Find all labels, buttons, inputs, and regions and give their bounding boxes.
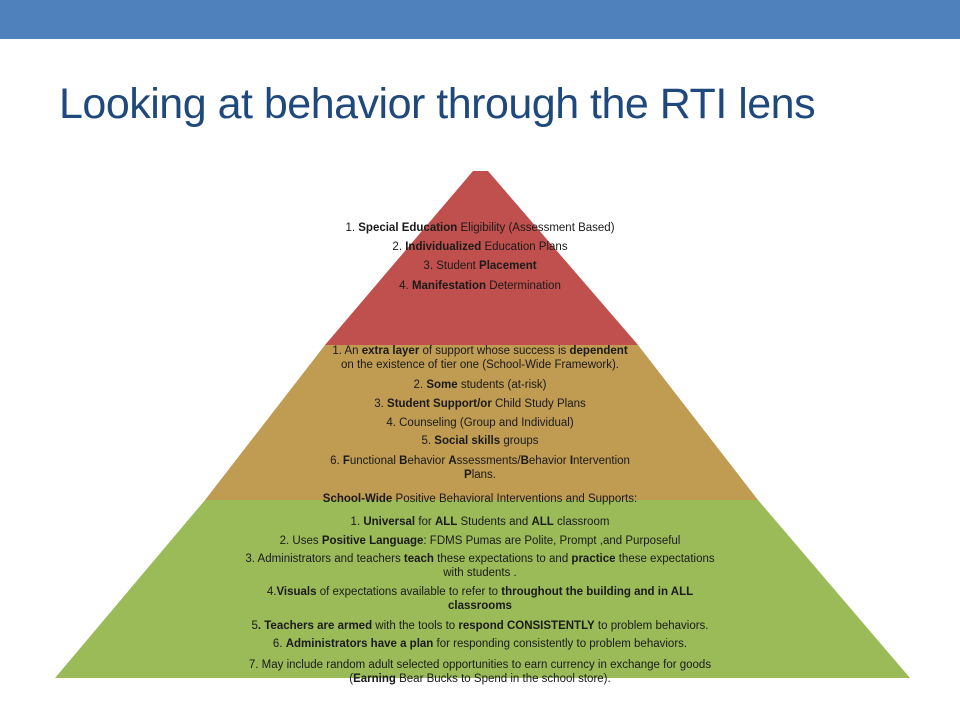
bottom-tier-line: with students . <box>443 567 517 579</box>
bottom-tier-line: 6. Administrators have a plan for respon… <box>272 638 688 650</box>
bottom-tier-line: 5. Teachers are armed with the tools to … <box>251 620 709 632</box>
middle-tier-line: 5. Social skills groups <box>421 435 539 447</box>
tier-3-intensive <box>325 171 638 345</box>
tier-3-text: 1. Special Education Eligibility (Assess… <box>290 0 670 300</box>
middle-tier-line: 2. Some students (at-risk) <box>413 379 547 391</box>
middle-tier-line: 1. An extra layer of support whose succe… <box>332 345 628 357</box>
tier-2-text: 1. An extra layer of support whose succe… <box>270 0 690 490</box>
bottom-tier-line: 1. Universal for ALL Students and ALL cl… <box>350 516 610 528</box>
top-tier-line: 4. Manifestation Determination <box>399 280 561 292</box>
tier-2-targeted <box>205 345 758 500</box>
bottom-tier-line: (Earning Bear Bucks to Spend in the scho… <box>349 673 611 685</box>
bottom-tier-line: 4.Visuals of expectations available to r… <box>266 586 694 598</box>
top-tier-line: 1. Special Education Eligibility (Assess… <box>345 222 615 234</box>
middle-tier-line: 6. Functional Behavior Assessments/Behav… <box>330 455 630 467</box>
bottom-tier-line: 3. Administrators and teachers teach the… <box>245 553 715 565</box>
bottom-tier-line: classrooms <box>448 600 512 612</box>
header-bar <box>0 0 960 39</box>
middle-tier-line: Plans. <box>464 469 496 481</box>
bottom-tier-line: 7. May include random adult selected opp… <box>248 659 712 671</box>
top-tier-line: 3. Student Placement <box>423 260 537 272</box>
slide-title: Looking at behavior through the RTI lens <box>59 80 816 128</box>
top-tier-line: 2. Individualized Education Plans <box>392 241 568 253</box>
middle-tier-line: 3. Student Support/or Child Study Plans <box>374 398 586 410</box>
middle-tier-line: on the existence of tier one (School-Wid… <box>340 359 620 371</box>
bottom-tier-line: 2. Uses Positive Language: FDMS Pumas ar… <box>279 535 681 547</box>
bottom-tier-line: School-Wide Positive Behavioral Interven… <box>322 493 638 505</box>
tier-1-text: School-Wide Positive Behavioral Interven… <box>150 0 810 690</box>
tier-1-universal <box>55 500 910 678</box>
middle-tier-line: 4. Counseling (Group and Individual) <box>386 417 574 429</box>
